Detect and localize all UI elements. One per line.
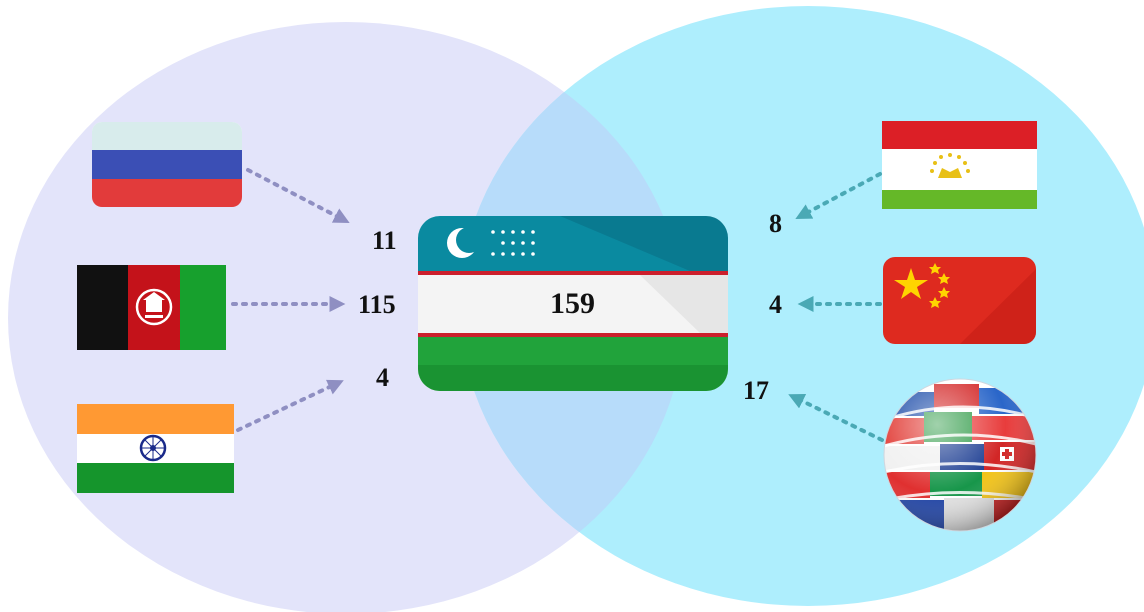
arrow-tajikistan [795,172,882,220]
russia-flag-icon [92,122,242,207]
china-value: 4 [769,290,782,319]
russia-value: 11 [372,226,397,255]
world-flags-globe-icon [883,378,1037,532]
china-flag-icon [883,257,1036,344]
uzbekistan-flag-icon [418,216,728,391]
arrow-india [236,379,344,432]
other-countries-value: 17 [743,376,769,405]
arrow-russia [246,168,350,223]
afghanistan-flag-icon [77,265,226,350]
arrow-other-countries [788,394,884,442]
tajikistan-value: 8 [769,209,782,238]
india-flag-icon [77,404,234,493]
afghanistan-value: 115 [358,290,396,319]
india-value: 4 [376,363,389,392]
tajikistan-flag-icon [882,121,1037,209]
uzbekistan-value: 159 [550,287,595,320]
